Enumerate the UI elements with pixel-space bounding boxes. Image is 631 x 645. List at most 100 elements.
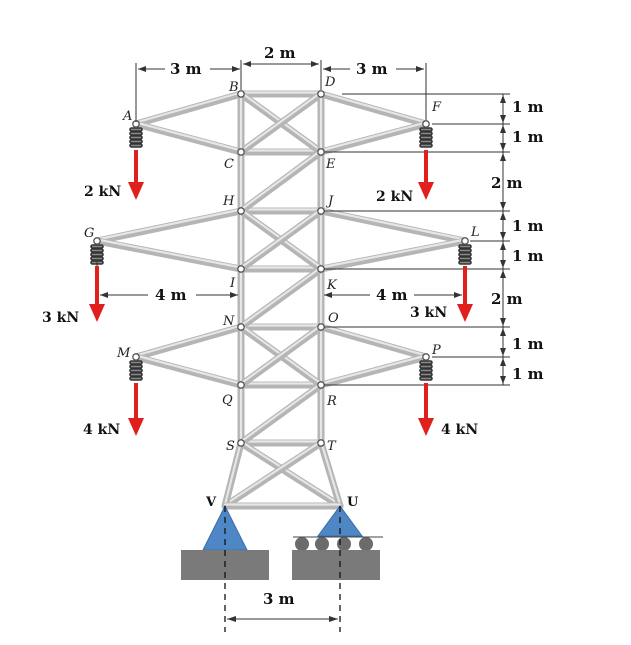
member-su — [237, 439, 344, 510]
rollers — [295, 537, 373, 551]
load-label-m: 4 kN — [83, 422, 120, 438]
member-rs — [237, 381, 325, 447]
member-df — [317, 90, 430, 128]
spring-m — [129, 360, 143, 381]
joint-p — [422, 353, 430, 361]
support-label-u: U — [347, 495, 359, 510]
member-highlight-tu — [319, 440, 342, 506]
right-dimensions: 1 m 1 m 2 m 1 m 1 m 2 m 1 m 1 m — [324, 93, 544, 386]
joint-label-d: D — [324, 75, 336, 90]
member-highlight-oq — [239, 324, 323, 385]
joint-label-k: K — [326, 278, 338, 293]
member-jl — [317, 207, 469, 245]
joint-label-n: N — [222, 314, 235, 329]
joint-q — [237, 381, 245, 389]
joint-label-s: S — [226, 439, 235, 454]
joint-l — [461, 237, 469, 245]
load-arrow-f — [418, 150, 434, 200]
member-ij — [237, 207, 325, 273]
member-highlight-ij — [239, 208, 323, 269]
joint-label-a: A — [122, 109, 132, 124]
load-label-p: 4 kN — [441, 422, 478, 438]
member-ab — [132, 90, 245, 128]
joint-labels: A B C D E F G H I J K L M N O P Q R S T — [84, 75, 480, 454]
load-label-l: 3 kN — [410, 305, 447, 321]
member-highlight-ef — [319, 121, 428, 152]
base-dimension: 3 m — [224, 506, 341, 632]
dim-right-4: 1 m — [512, 217, 544, 235]
joint-label-g: G — [84, 226, 94, 241]
joint-o — [317, 323, 325, 331]
joint-s — [237, 439, 245, 447]
joint-label-o: O — [328, 311, 339, 326]
load-arrow-g — [89, 266, 105, 322]
dim-right-3: 2 m — [491, 174, 523, 192]
member-mq — [132, 353, 245, 389]
ground-right — [292, 550, 380, 580]
dim-base: 3 m — [263, 590, 295, 608]
joint-g — [93, 237, 101, 245]
top-dimensions: 3 m 2 m 3 m — [135, 44, 427, 122]
load-arrows: 2 kN 2 kN 3 kN 3 kN 4 kN 4 kN — [42, 150, 478, 438]
support-label-v: V — [205, 495, 217, 510]
member-highlight-pr — [319, 354, 428, 385]
joint-e — [317, 148, 325, 156]
member-op — [317, 323, 430, 361]
member-highlight-eh — [239, 149, 323, 211]
member-oq — [237, 323, 325, 389]
dim-mid-right: 4 m — [376, 286, 408, 304]
member-eh — [237, 148, 325, 215]
joint-n — [237, 323, 245, 331]
member-highlight-cd — [239, 91, 323, 152]
dim-right-5: 1 m — [512, 247, 544, 265]
member-kl — [317, 237, 469, 273]
member-highlight-jl — [319, 208, 467, 241]
joint-c — [237, 148, 245, 156]
joint-label-l: L — [470, 225, 480, 240]
joint-k — [317, 265, 325, 273]
spring-g — [90, 244, 104, 265]
member-highlight-gi — [95, 238, 243, 269]
spring-f — [419, 127, 433, 148]
member-highlight-ab — [134, 91, 243, 124]
joint-t — [317, 439, 325, 447]
member-gi — [93, 237, 245, 273]
dim-right-6: 2 m — [491, 290, 523, 308]
dim-mid-left: 4 m — [155, 286, 187, 304]
member-mn — [132, 323, 245, 361]
joint-h — [237, 207, 245, 215]
joint-j — [317, 207, 325, 215]
member-pr — [317, 353, 430, 389]
dim-right-8: 1 m — [512, 365, 544, 383]
member-highlight-df — [319, 91, 428, 124]
spring-a — [129, 127, 143, 148]
dim-top-left: 3 m — [170, 60, 202, 78]
joint-f — [422, 120, 430, 128]
load-label-g: 3 kN — [42, 310, 79, 326]
spring-p — [419, 360, 433, 381]
joint-label-r: R — [326, 394, 337, 409]
member-tv — [221, 439, 325, 510]
joint-label-b: B — [228, 80, 239, 95]
joint-r — [317, 381, 325, 389]
member-cd — [237, 90, 325, 156]
dim-top-right: 3 m — [356, 60, 388, 78]
member-ef — [317, 120, 430, 156]
joint-m — [132, 353, 140, 361]
member-kn — [237, 265, 325, 331]
member-ac — [132, 120, 245, 156]
member-highlight-mq — [134, 354, 243, 385]
springs — [90, 127, 472, 381]
joint-d — [317, 90, 325, 98]
joint-label-t: T — [327, 439, 337, 454]
joint-label-e: E — [325, 157, 336, 172]
member-highlight-kl — [319, 238, 467, 269]
load-arrow-m — [128, 383, 144, 436]
joints — [93, 90, 469, 447]
joint-label-q: Q — [222, 393, 233, 408]
member-highlight-sv — [223, 440, 243, 506]
dim-right-2: 1 m — [512, 128, 544, 146]
dim-right-1: 1 m — [512, 98, 544, 116]
